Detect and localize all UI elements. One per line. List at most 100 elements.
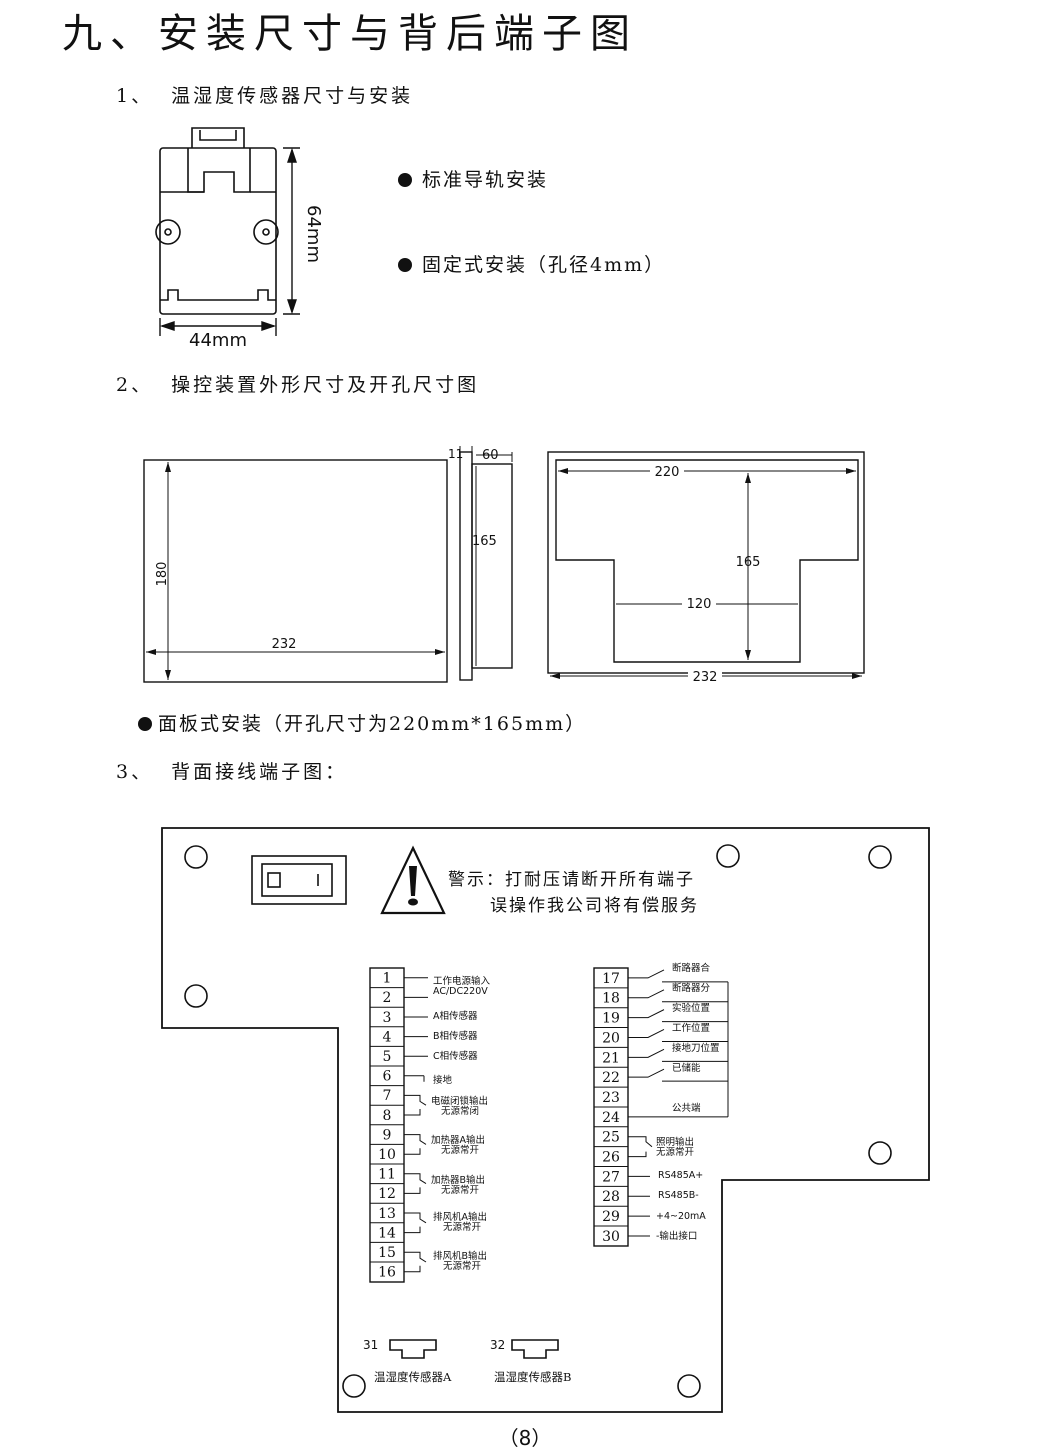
- bullet-dot-icon: [398, 258, 412, 272]
- terminal-label: 工作电源输入: [433, 975, 491, 987]
- terminal-label: B相传感器: [433, 1030, 478, 1042]
- cutout-total-width-label: 232: [693, 670, 718, 685]
- section-title: 温湿度传感器尺寸与安装: [171, 85, 414, 107]
- connector-a-label: 温湿度传感器A: [374, 1370, 452, 1384]
- terminal-number: 4: [383, 1029, 392, 1045]
- terminal-number: 23: [602, 1090, 620, 1106]
- sensor-body-outline: [159, 147, 277, 315]
- terminal-label: +4~20mA: [656, 1211, 706, 1222]
- right-terminal-labels: 断路器合 断路器分 实验位置 工作位置 接地刀位置 已储能 公共端 照明输出 无…: [656, 962, 720, 1242]
- front-width-label: 232: [272, 637, 297, 652]
- side-bezel-label: 11: [448, 447, 463, 461]
- terminal-number: 22: [602, 1070, 620, 1086]
- terminal-label: 无源常开: [443, 1221, 482, 1233]
- connector-a-icon: [389, 1339, 437, 1359]
- terminal-number: 13: [378, 1206, 396, 1222]
- sensor-clip: [191, 127, 245, 148]
- terminal-label: 断路器分: [672, 982, 711, 994]
- side-height-label: 165: [472, 534, 497, 549]
- terminal-number: 10: [378, 1147, 396, 1163]
- warning-triangle-icon: [380, 845, 446, 915]
- section-number: 1、: [116, 85, 154, 107]
- side-depth-label: 60: [482, 448, 499, 463]
- terminal-label: 排风机A输出: [433, 1211, 487, 1223]
- page-number: （8）: [498, 1426, 552, 1450]
- terminal-label: RS485B-: [658, 1190, 699, 1201]
- terminal-number: 8: [383, 1108, 392, 1124]
- section-title: 操控装置外形尺寸及开孔尺寸图: [171, 374, 480, 396]
- terminal-label: 无源常开: [443, 1260, 482, 1272]
- rear-board-outline: [161, 827, 930, 1413]
- section-number: 2、: [116, 374, 154, 396]
- power-switch-icon: [251, 855, 347, 905]
- sensor-connectors: [389, 1339, 559, 1359]
- terminal-number: 18: [602, 991, 620, 1007]
- terminal-number: 5: [383, 1049, 392, 1065]
- terminal-label: 照明输出: [656, 1136, 694, 1148]
- terminal-number: 7: [383, 1088, 392, 1104]
- bullet-dot-icon: [398, 173, 412, 187]
- terminal-label: C相传感器: [433, 1050, 478, 1062]
- terminal-number: 9: [383, 1127, 392, 1143]
- terminal-label: 公共端: [672, 1102, 701, 1114]
- terminal-label: 已储能: [672, 1062, 701, 1074]
- terminal-label: 断路器合: [672, 962, 711, 974]
- connector-b-number: 32: [490, 1338, 505, 1352]
- terminal-label: 排风机B输出: [433, 1250, 487, 1262]
- cutout-bottom-width-label: 120: [687, 597, 712, 612]
- terminal-number: 21: [602, 1050, 620, 1066]
- cutout-height-label: 165: [736, 555, 761, 570]
- terminal-label: 无源常开: [441, 1144, 480, 1156]
- terminal-label: 加热器A输出: [431, 1134, 485, 1146]
- terminal-label: 无源常开: [656, 1146, 695, 1158]
- terminal-label: 工作位置: [672, 1022, 710, 1034]
- bullet-panel-mount: 面板式安装（开孔尺寸为220mm*165mm）: [138, 712, 586, 736]
- sensor-height-label: 64mm: [303, 205, 324, 263]
- warning-text-line1: 警示：打耐压请断开所有端子: [448, 870, 695, 890]
- bullet-dot-icon: [138, 717, 152, 731]
- connector-a-number: 31: [363, 1338, 378, 1352]
- terminal-number: 17: [602, 971, 620, 987]
- connector-b-icon: [511, 1339, 559, 1359]
- terminal-number: 20: [602, 1030, 620, 1046]
- terminal-number: 28: [602, 1189, 620, 1205]
- front-height-label: 180: [155, 562, 170, 587]
- terminal-number: 3: [383, 1010, 392, 1026]
- terminal-number: 24: [602, 1110, 620, 1126]
- terminal-label: 实验位置: [672, 1002, 710, 1014]
- bullet-fixed-mount: 固定式安装（孔径4mm）: [398, 253, 665, 277]
- terminal-number: 14: [378, 1225, 396, 1241]
- terminal-number: 25: [602, 1130, 620, 1146]
- section-3-heading: 3、背面接线端子图：: [116, 760, 347, 784]
- section-2-heading: 2、操控装置外形尺寸及开孔尺寸图: [116, 373, 479, 397]
- cutout-top-width-label: 220: [655, 465, 680, 480]
- section-number: 3、: [116, 761, 154, 783]
- sensor-width-label: 44mm: [189, 330, 247, 351]
- terminal-label: 加热器B输出: [431, 1174, 485, 1186]
- terminal-number: 29: [602, 1209, 620, 1225]
- terminal-label: A相传感器: [433, 1010, 478, 1022]
- page-title: 九、安装尺寸与背后端子图: [62, 11, 638, 57]
- terminal-number: 16: [378, 1265, 396, 1281]
- terminal-label: RS485A+: [658, 1170, 703, 1181]
- cutout-shape: [555, 459, 859, 663]
- terminal-number: 11: [378, 1167, 396, 1183]
- terminal-number: 2: [383, 990, 392, 1006]
- left-terminal-labels: 工作电源输入 AC/DC220V A相传感器 B相传感器 C相传感器 接地 电磁…: [431, 975, 491, 1272]
- connector-b-label: 温湿度传感器B: [494, 1370, 571, 1384]
- terminal-number: 19: [602, 1011, 620, 1027]
- terminal-number: 12: [378, 1186, 396, 1202]
- terminal-label: 电磁闭锁输出: [431, 1095, 488, 1107]
- terminal-label: 接地刀位置: [672, 1042, 720, 1054]
- mounting-holes: [184, 844, 892, 1398]
- terminal-number: 6: [383, 1069, 392, 1085]
- terminal-number: 27: [602, 1169, 620, 1185]
- terminal-number: 15: [378, 1245, 396, 1261]
- terminal-number: 30: [602, 1229, 620, 1245]
- side-view-body: [471, 463, 513, 669]
- front-view-outline: [143, 459, 448, 683]
- terminal-label: AC/DC220V: [433, 986, 488, 997]
